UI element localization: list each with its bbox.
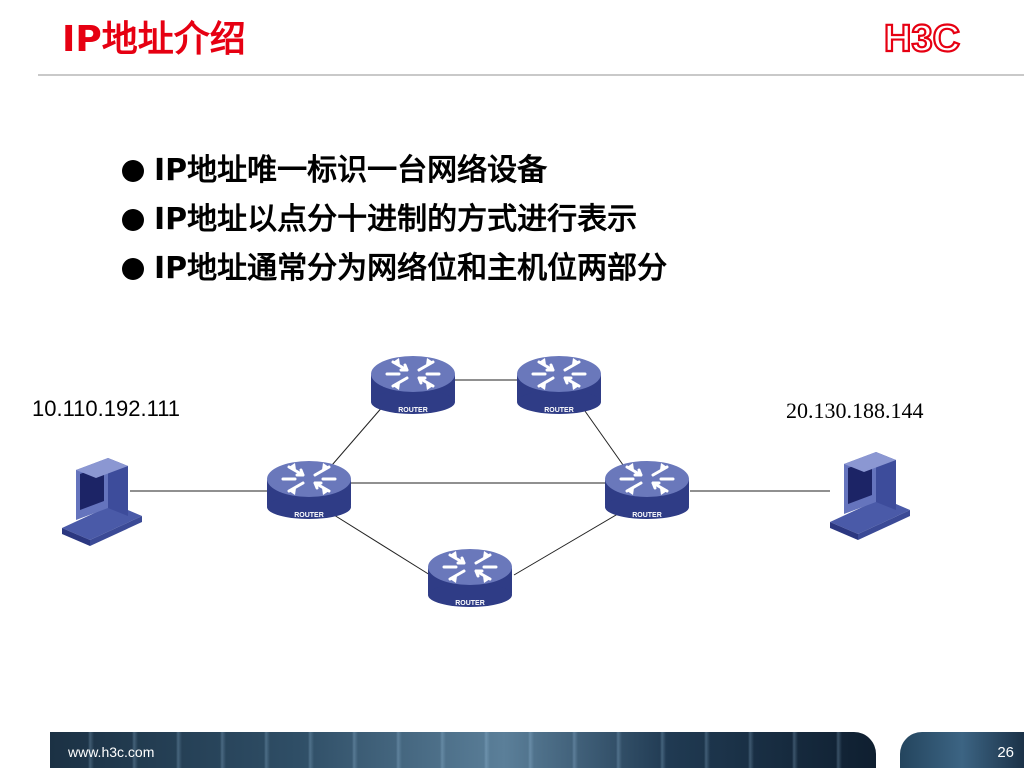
bullet-dot-icon: [122, 159, 144, 182]
router-label: ROUTER: [455, 600, 485, 607]
computer-icon: [830, 452, 910, 540]
router-label: ROUTER: [294, 512, 324, 519]
footer-page-panel: 26: [900, 732, 1024, 768]
bullet-text: IP地址通常分为网络位和主机位两部分: [154, 251, 668, 286]
left-host-ip: 10.110.192.111: [32, 396, 181, 421]
logo-text: H3C: [884, 18, 960, 58]
network-links: [130, 379, 830, 576]
router-icon: ROUTER: [369, 354, 457, 416]
router-label: ROUTER: [544, 407, 574, 414]
bullet-list: IP地址唯一标识一台网络设备 IP地址以点分十进制的方式进行表示 IP地址通常分…: [122, 146, 667, 293]
bullet-item: IP地址通常分为网络位和主机位两部分: [122, 244, 667, 293]
title-divider: [38, 74, 1024, 76]
slide-title: IP地址介绍: [62, 19, 246, 60]
bullet-dot-icon: [122, 208, 144, 231]
router-icon: ROUTER: [265, 459, 353, 521]
right-host-ip: 20.130.188.144: [786, 398, 924, 423]
router-icon: ROUTER: [603, 459, 691, 521]
bullet-text: IP地址唯一标识一台网络设备: [154, 153, 548, 188]
router-icon: ROUTER: [426, 547, 514, 609]
footer-url: www.h3c.com: [68, 744, 155, 760]
computer-icon: [62, 458, 142, 546]
router-label: ROUTER: [398, 407, 428, 414]
router-label: ROUTER: [632, 512, 662, 519]
bullet-item: IP地址以点分十进制的方式进行表示: [122, 195, 667, 244]
footer-bar: www.h3c.com: [50, 732, 876, 768]
bullet-dot-icon: [122, 257, 144, 280]
router-icon: ROUTER: [515, 354, 603, 416]
bullet-text: IP地址以点分十进制的方式进行表示: [154, 202, 638, 237]
page-number: 26: [997, 744, 1014, 761]
h3c-logo: H3C: [884, 18, 961, 58]
footer-decoration: [50, 732, 876, 768]
bullet-item: IP地址唯一标识一台网络设备: [122, 146, 667, 195]
